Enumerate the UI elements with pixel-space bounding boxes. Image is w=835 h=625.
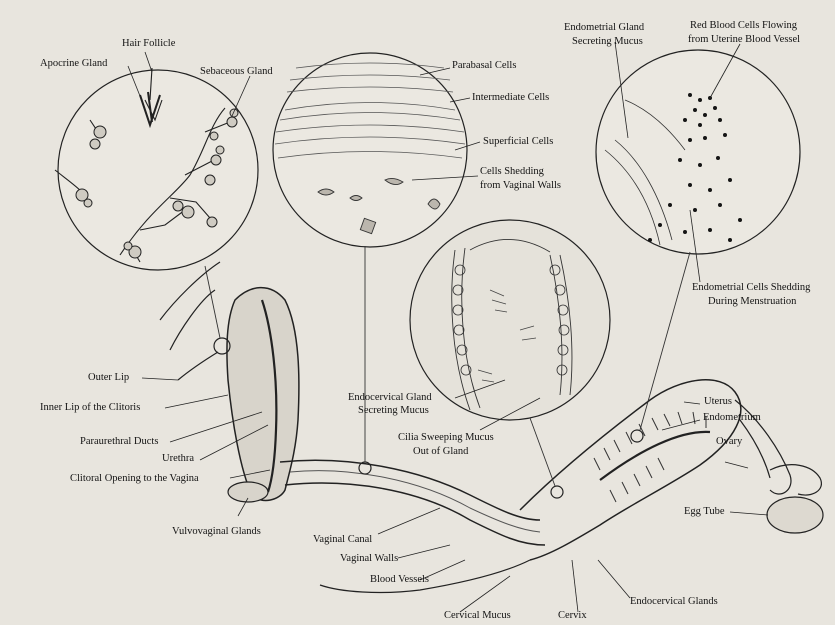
label-endometrial-gland-line2: Secreting Mucus	[572, 36, 643, 48]
label-cells-shedding-line1: Cells Shedding	[480, 166, 544, 178]
label-cilia-line1: Cilia Sweeping Mucus	[398, 432, 494, 444]
label-endometrial-cells-line2: During Menstruation	[708, 296, 796, 308]
endometrium-circle	[596, 50, 800, 254]
label-hair-follicle: Hair Follicle	[122, 38, 175, 50]
label-ovary: Ovary	[716, 436, 742, 448]
label-cervical-mucus: Cervical Mucus	[444, 610, 511, 622]
label-blood-vessels: Blood Vessels	[370, 574, 429, 586]
label-intermediate-cells: Intermediate Cells	[472, 92, 549, 104]
label-apocrine-gland: Apocrine Gland	[40, 58, 107, 70]
label-outer-lip: Outer Lip	[88, 372, 129, 384]
label-vulvovaginal-glands: Vulvovaginal Glands	[172, 526, 261, 538]
label-parabasal-cells: Parabasal Cells	[452, 60, 516, 72]
endocervical-gland-circle	[410, 220, 610, 420]
vulvovaginal-gland-shape	[228, 482, 268, 502]
label-paraurethral-ducts: Paraurethral Ducts	[80, 436, 158, 448]
ovary-shape	[767, 497, 823, 533]
label-endocervical-gland-line2: Secreting Mucus	[358, 405, 429, 417]
vaginal-wall-cells-circle	[273, 53, 467, 247]
label-endocervical-gland-line1: Endocervical Gland	[348, 392, 432, 404]
label-cells-shedding-line2: from Vaginal Walls	[480, 180, 561, 192]
vaginal-canal-outline	[280, 460, 540, 520]
label-vaginal-canal: Vaginal Canal	[313, 534, 372, 546]
label-superficial-cells: Superficial Cells	[483, 136, 553, 148]
label-red-blood-cells-line2: from Uterine Blood Vessel	[688, 34, 800, 46]
label-cilia-line2: Out of Gland	[413, 446, 468, 458]
label-clitoral-opening: Clitoral Opening to the Vagina	[70, 473, 199, 485]
label-endocervical-glands: Endocervical Glands	[630, 596, 718, 608]
label-inner-lip: Inner Lip of the Clitoris	[40, 402, 140, 414]
vulva-outline	[227, 288, 299, 501]
label-cervix: Cervix	[558, 610, 587, 622]
label-egg-tube: Egg Tube	[684, 506, 725, 518]
label-red-blood-cells-line1: Red Blood Cells Flowing	[690, 20, 797, 32]
label-urethra: Urethra	[162, 453, 194, 465]
label-endometrial-cells-line1: Endometrial Cells Shedding	[692, 282, 810, 294]
label-sebaceous-gland: Sebaceous Gland	[200, 66, 273, 78]
label-endometrial-gland-line1: Endometrial Gland	[564, 22, 644, 34]
label-endometrium: Endometrium	[703, 412, 761, 424]
label-vaginal-walls: Vaginal Walls	[340, 553, 398, 565]
label-uterus: Uterus	[704, 396, 732, 408]
